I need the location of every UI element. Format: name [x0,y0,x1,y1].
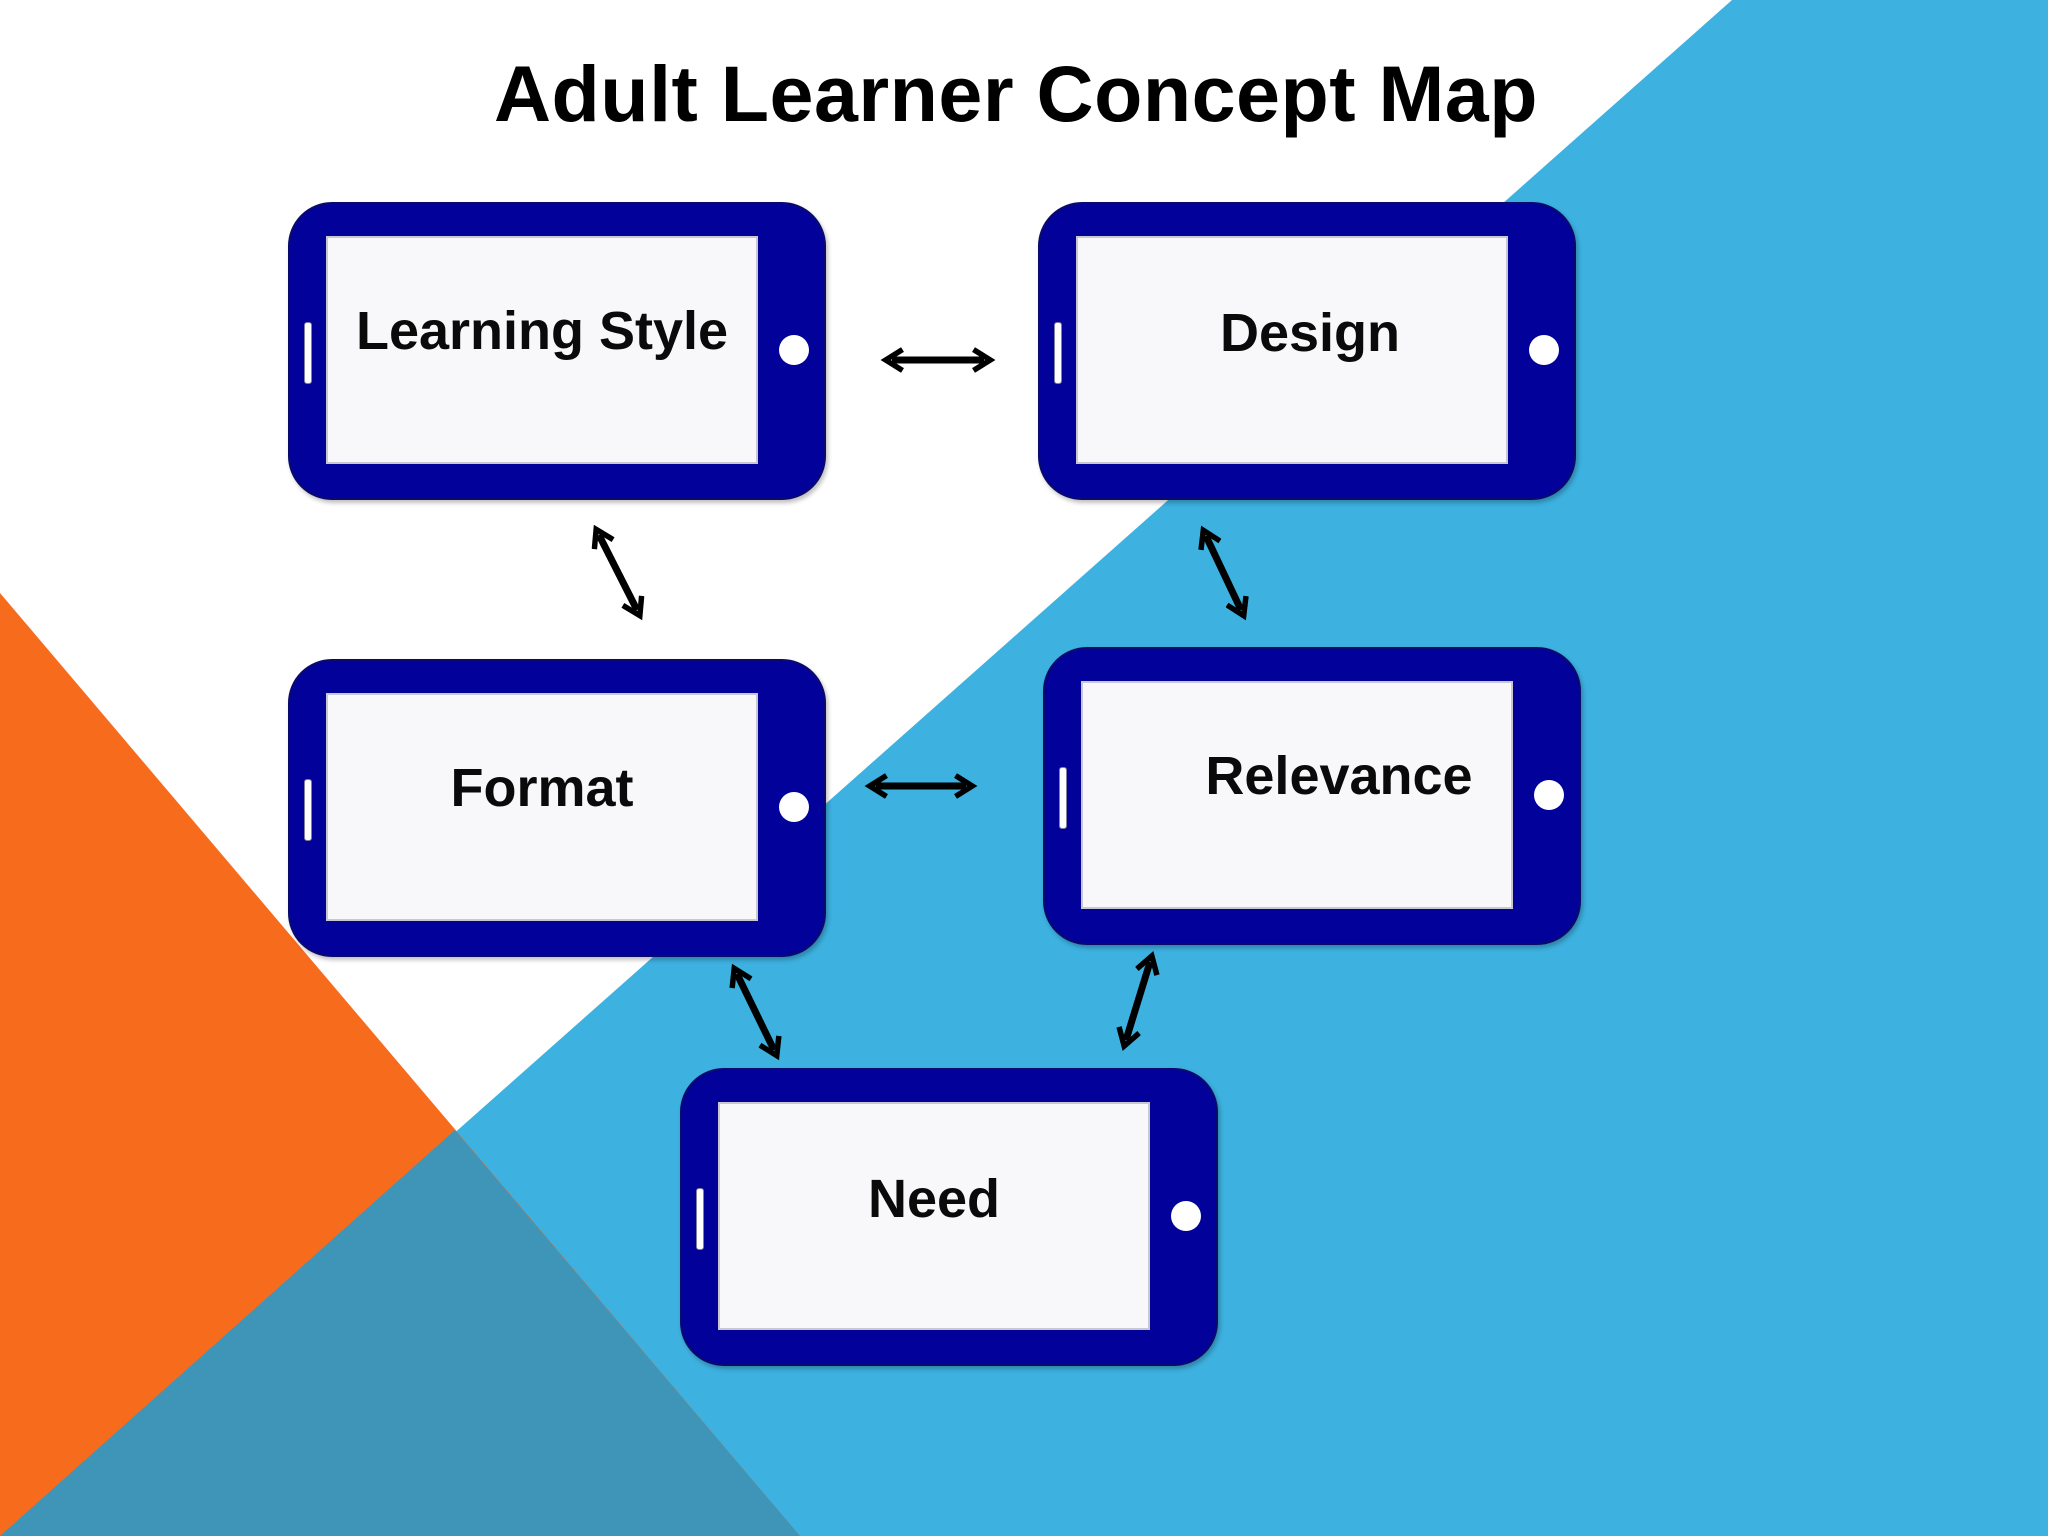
phone-screen: Relevance [1081,681,1513,909]
phone-screen: Design [1076,236,1508,464]
phone-screen: Format [326,693,758,921]
arrow-format-need [737,974,774,1050]
node-relevance: Relevance [1043,647,1581,945]
page-title: Adult Learner Concept Map [494,49,1538,138]
arrow-relevance-need [1126,962,1150,1040]
node-learning-style: Learning Style [288,202,826,500]
node-design: Design [1038,202,1576,500]
phone-screen: Learning Style [326,236,758,464]
home-button-icon [1529,335,1559,365]
node-label-need: Need [867,1169,1001,1229]
node-label-design: Design [1219,303,1401,363]
speaker-icon [696,1188,704,1250]
home-button-icon [1171,1201,1201,1231]
orange-triangle [0,593,800,1536]
speaker-icon [1054,322,1062,384]
arrow-learning-style-format [599,535,637,610]
speaker-icon [304,779,312,841]
node-format: Format [288,659,826,957]
node-label-format: Format [450,758,634,818]
node-label-learning-style: Learning Style [355,301,729,361]
arrow-design-relevance [1206,536,1241,610]
speaker-icon [1059,767,1067,829]
home-button-icon [1534,780,1564,810]
home-button-icon [779,792,809,822]
node-need: Need [680,1068,1218,1366]
home-button-icon [779,335,809,365]
overlap-triangle [0,1130,800,1536]
speaker-icon [304,322,312,384]
phone-screen: Need [718,1102,1150,1330]
node-label-relevance: Relevance [1205,746,1473,806]
